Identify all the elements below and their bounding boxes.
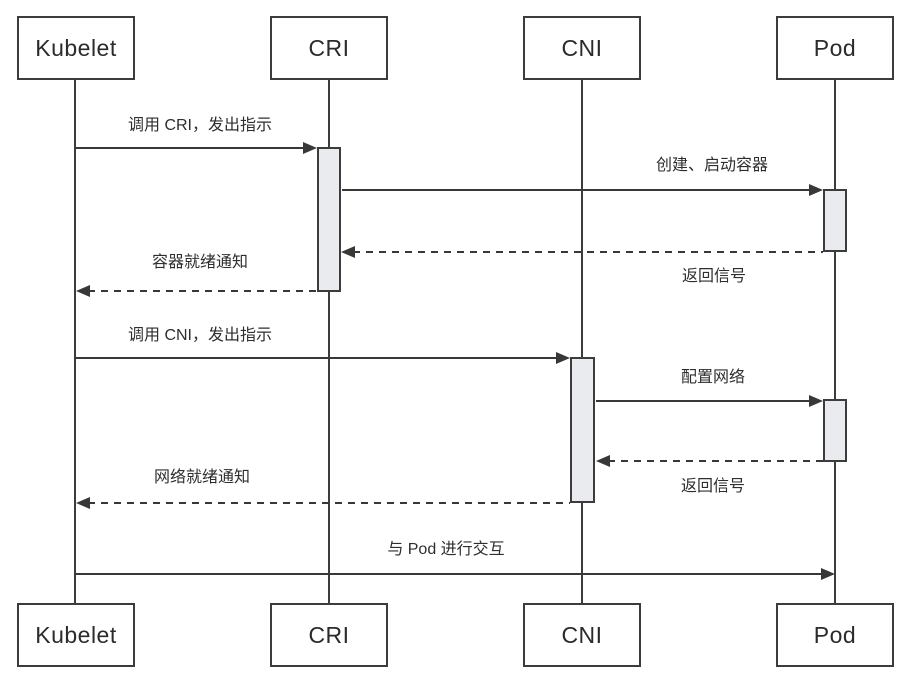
arrowhead-right-icon xyxy=(821,568,835,580)
message-label-6: 配置网络 xyxy=(680,369,746,386)
message-line-1 xyxy=(76,147,305,149)
activation-bar-pod-2 xyxy=(823,399,847,462)
actor-box-cni-bottom: CNI xyxy=(523,603,641,667)
actor-label-pod-top: Pod xyxy=(813,34,857,61)
actor-label-cri-bottom: CRI xyxy=(308,621,350,648)
arrowhead-right-icon xyxy=(556,352,570,364)
message-line-5 xyxy=(76,357,558,359)
arrowhead-left-icon xyxy=(341,246,355,258)
lifeline-kubelet xyxy=(74,80,76,603)
actor-box-cni-top: CNI xyxy=(523,16,641,80)
message-label-8: 网络就绪通知 xyxy=(153,469,251,486)
actor-label-cni-bottom: CNI xyxy=(561,621,603,648)
message-line-6 xyxy=(596,400,811,402)
message-label-2: 创建、启动容器 xyxy=(655,157,769,174)
message-label-5: 调用 CNI，发出指示 xyxy=(127,327,273,344)
message-label-7: 返回信号 xyxy=(680,478,746,495)
arrowhead-right-icon xyxy=(809,395,823,407)
message-line-4 xyxy=(88,290,317,292)
message-label-1: 调用 CRI，发出指示 xyxy=(127,117,273,134)
actor-box-pod-bottom: Pod xyxy=(776,603,894,667)
actor-label-kubelet-bottom: Kubelet xyxy=(35,621,117,648)
arrowhead-left-icon xyxy=(76,285,90,297)
message-label-4: 容器就绪通知 xyxy=(151,254,249,271)
message-line-8 xyxy=(88,502,570,504)
message-label-3: 返回信号 xyxy=(681,268,747,285)
message-label-9: 与 Pod 进行交互 xyxy=(387,541,505,558)
actor-box-kubelet-bottom: Kubelet xyxy=(17,603,135,667)
arrowhead-right-icon xyxy=(809,184,823,196)
message-line-3 xyxy=(353,251,823,253)
actor-box-cri-bottom: CRI xyxy=(270,603,388,667)
lifeline-cni xyxy=(581,80,583,603)
arrowhead-left-icon xyxy=(596,455,610,467)
actor-label-cni-top: CNI xyxy=(561,34,603,61)
lifeline-cri xyxy=(328,80,330,603)
message-line-9 xyxy=(76,573,823,575)
actor-label-kubelet-top: Kubelet xyxy=(35,34,117,61)
actor-box-cri-top: CRI xyxy=(270,16,388,80)
activation-bar-cni xyxy=(570,357,595,503)
actor-label-cri-top: CRI xyxy=(308,34,350,61)
activation-bar-cri xyxy=(317,147,341,292)
actor-box-kubelet-top: Kubelet xyxy=(17,16,135,80)
lifeline-pod xyxy=(834,80,836,603)
actor-box-pod-top: Pod xyxy=(776,16,894,80)
message-line-7 xyxy=(608,460,823,462)
arrowhead-right-icon xyxy=(303,142,317,154)
actor-label-pod-bottom: Pod xyxy=(813,621,857,648)
activation-bar-pod-1 xyxy=(823,189,847,252)
message-line-2 xyxy=(342,189,811,191)
arrowhead-left-icon xyxy=(76,497,90,509)
